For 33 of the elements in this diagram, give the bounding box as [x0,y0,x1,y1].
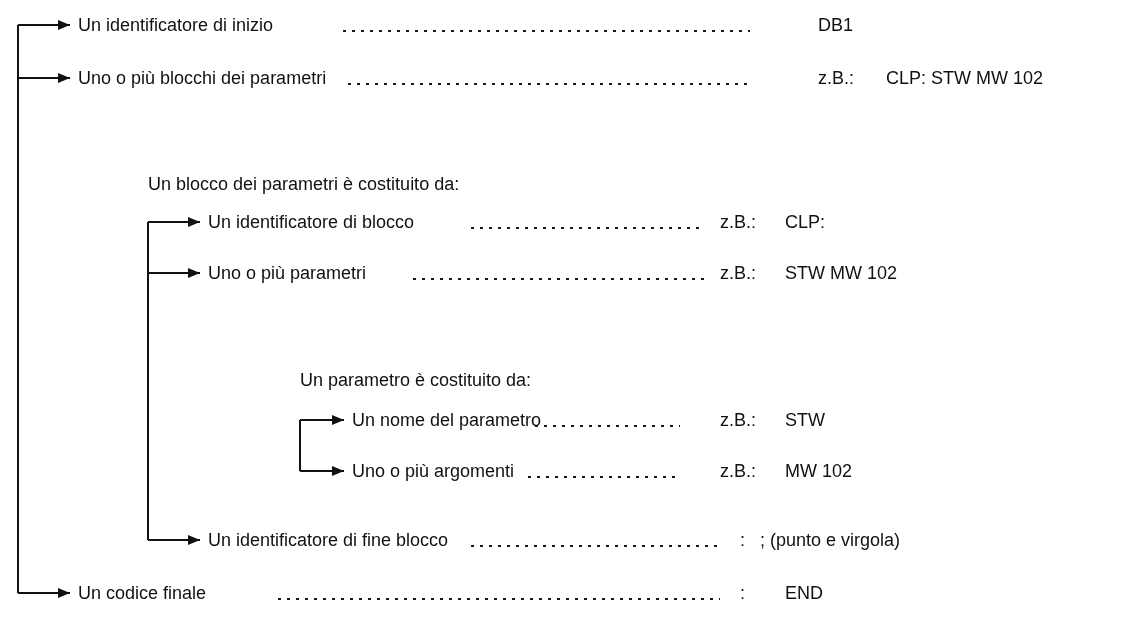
section-heading: Un blocco dei parametri è costituito da: [148,173,460,195]
arrow [17,588,71,598]
arrow [147,535,201,545]
section-heading: Un parametro è costituito da: [300,369,532,391]
item-text: Un identificatore di fine blocco [208,529,720,551]
example-prefix: : [740,529,745,551]
example-value: MW 102 [785,460,853,482]
arrow [299,466,345,476]
example-prefix: z.B.: [818,67,854,89]
arrow [17,73,71,83]
example-value: STW MW 102 [785,262,897,284]
item-text: Un nome del parametro [352,409,680,431]
arrow [147,217,201,227]
example-prefix: z.B.: [720,262,756,284]
arrow [17,20,71,30]
arrow [147,268,201,278]
item-text: Uno o più argomenti [352,460,680,482]
item-text: Uno o più parametri [208,262,705,284]
example-prefix: z.B.: [720,409,756,431]
item-text: Un identificatore di inizio [78,14,750,36]
example-value: CLP: STW MW 102 [886,67,1044,89]
example-value: END [785,582,823,604]
item-text: Un identificatore di blocco [208,211,705,233]
example-value: DB1 [818,14,853,36]
example-prefix: z.B.: [720,211,756,233]
item-text: Un codice finale [78,582,720,604]
example-value: ; (punto e virgola) [760,529,901,551]
item-text: Uno o più blocchi dei parametri [78,67,750,89]
example-value: STW [785,409,825,431]
example-value: CLP: [785,211,826,233]
arrow [299,415,345,425]
example-prefix: : [740,582,745,604]
example-prefix: z.B.: [720,460,756,482]
